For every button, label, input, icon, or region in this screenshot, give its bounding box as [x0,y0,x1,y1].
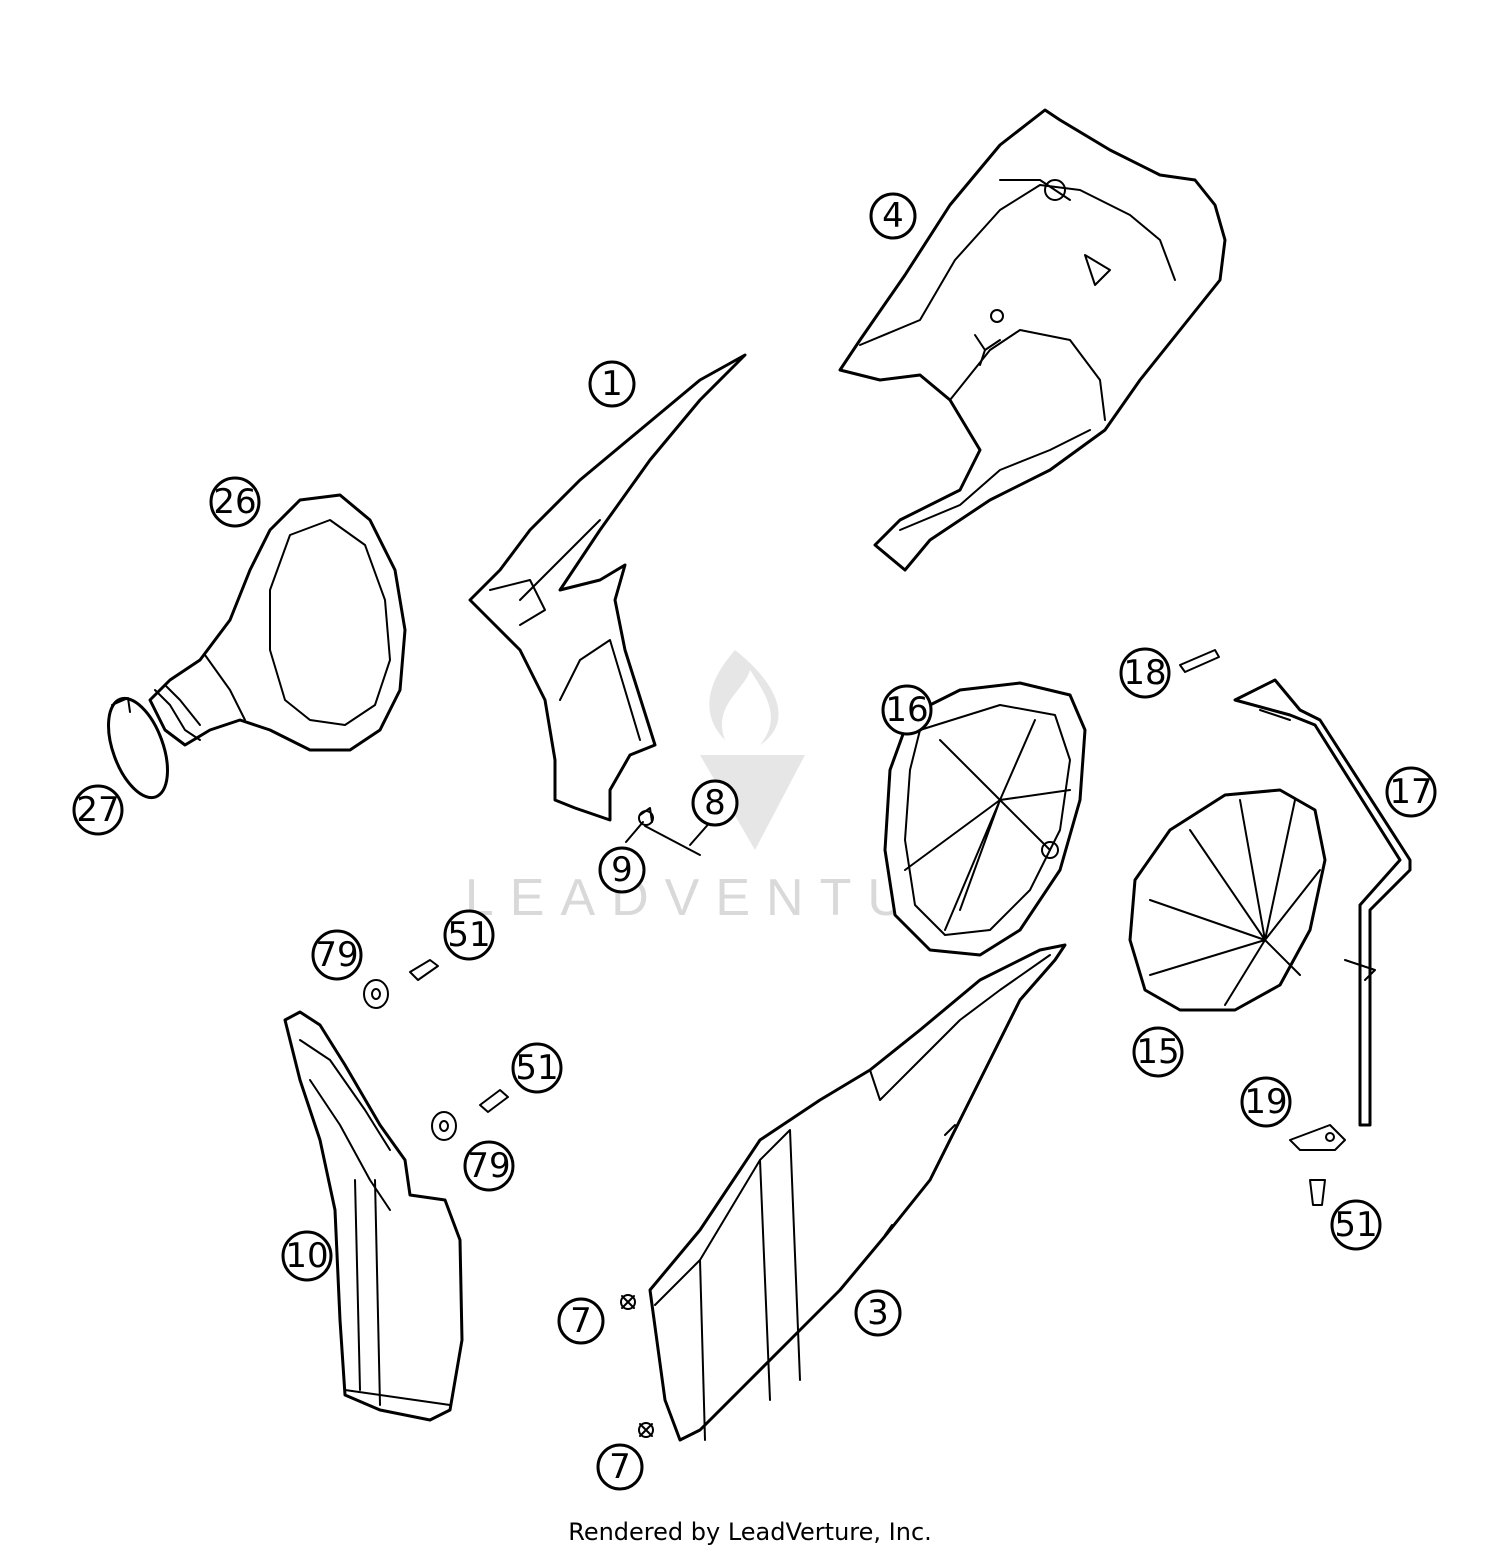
callout-17-label: 17 [1389,772,1432,812]
part-side-panel-left[interactable] [468,353,747,822]
callout-79-lower[interactable]: 79 [463,1140,515,1192]
leader-lines [625,819,713,846]
callout-26[interactable]: 26 [209,476,261,528]
callout-18[interactable]: 18 [1119,647,1171,699]
callout-51-right-label: 51 [1334,1205,1377,1245]
callout-1-label: 1 [601,364,623,404]
callout-1[interactable]: 1 [588,360,636,408]
callout-79-lower-label: 79 [467,1146,510,1186]
part-filter-holder-rod[interactable] [1233,678,1412,1127]
part-bolt-upper[interactable] [409,959,439,981]
part-air-filter[interactable] [1128,788,1327,1012]
part-washer-lower[interactable] [431,1111,457,1141]
part-clip[interactable] [1289,1124,1346,1151]
callout-9[interactable]: 9 [598,846,646,894]
callout-79-upper[interactable]: 79 [311,929,363,981]
callout-51-right[interactable]: 51 [1330,1199,1382,1251]
part-air-boot[interactable] [148,493,407,752]
callout-3-label: 3 [867,1293,889,1333]
callout-15-label: 15 [1136,1032,1179,1072]
callout-27[interactable]: 27 [72,784,124,836]
part-airbox-cover[interactable] [838,108,1227,572]
part-bolt-lower[interactable] [479,1089,509,1113]
callout-79-upper-label: 79 [315,935,358,975]
callout-16[interactable]: 16 [881,684,933,736]
callout-7-lower-label: 7 [609,1447,631,1487]
callout-51-middle-label: 51 [515,1048,558,1088]
callout-7-upper[interactable]: 7 [557,1297,605,1345]
callout-7-upper-label: 7 [570,1301,592,1341]
callout-4[interactable]: 4 [869,192,917,240]
callout-19[interactable]: 19 [1240,1076,1292,1128]
callout-51-upper-label: 51 [447,915,490,955]
part-screw-lower[interactable] [638,1422,654,1438]
callout-4-label: 4 [882,196,904,236]
part-filter-cage[interactable] [883,681,1087,957]
part-pin[interactable] [1179,649,1220,673]
part-side-panel-right[interactable] [648,943,1067,1442]
part-washer-upper[interactable] [363,979,389,1009]
callout-3[interactable]: 3 [854,1289,902,1337]
callout-18-label: 18 [1123,653,1166,693]
callout-17[interactable]: 17 [1385,766,1437,818]
part-hose-clamp[interactable] [97,691,180,806]
callout-8-label: 8 [704,783,726,823]
callout-19-label: 19 [1244,1082,1287,1122]
callout-9-label: 9 [611,850,633,890]
callout-7-lower[interactable]: 7 [596,1443,644,1491]
callout-15[interactable]: 15 [1132,1026,1184,1078]
part-screw-upper[interactable] [620,1294,636,1310]
callout-51-middle[interactable]: 51 [511,1042,563,1094]
part-intake-duct[interactable] [283,1010,464,1422]
callout-27-label: 27 [76,790,119,830]
callout-10[interactable]: 10 [281,1230,333,1282]
callout-26-label: 26 [213,482,256,522]
callout-51-upper[interactable]: 51 [443,909,495,961]
callout-10-label: 10 [285,1236,328,1276]
part-small-screw[interactable] [638,807,701,856]
callout-8[interactable]: 8 [691,779,739,827]
footer-credit: Rendered by LeadVerture, Inc. [568,1518,932,1546]
callout-16-label: 16 [885,690,928,730]
part-bolt-right[interactable] [1309,1179,1326,1206]
